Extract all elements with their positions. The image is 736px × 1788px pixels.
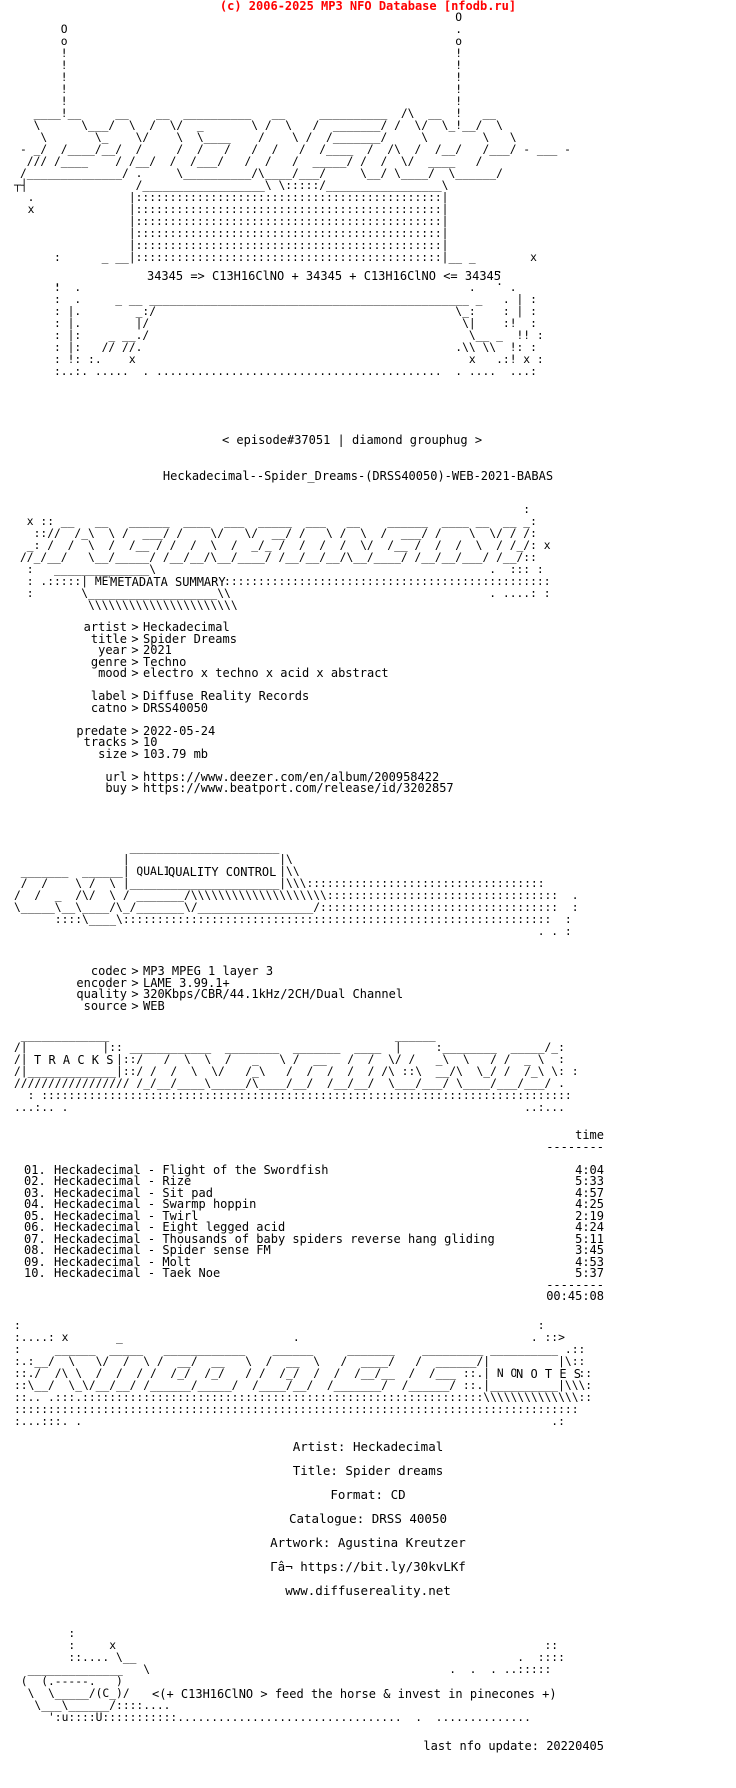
track-row: 01.Heckadecimal - Flight of the Swordfis… bbox=[24, 1162, 604, 1177]
tracklist: time -------- 01.Heckadecimal - Flight o… bbox=[24, 1128, 604, 1303]
metadata-section-art: : x :: __ __ ______ ____ ___ _____ ___ _… bbox=[20, 503, 551, 612]
meta-row-title: title>Spider Dreams bbox=[90, 631, 237, 646]
quality-row-codec: codec>MP3 MPEG 1 layer 3 bbox=[90, 964, 274, 978]
track-time: 5:11 bbox=[575, 1231, 604, 1246]
note-artist: Artist: Heckadecimal bbox=[292, 1439, 444, 1454]
meta-row-buy[interactable]: buy>https://www.beatport.com/release/id/… bbox=[105, 781, 454, 795]
track-time: 4:24 bbox=[575, 1220, 604, 1234]
track-title: Heckadecimal - Sit pad bbox=[54, 1185, 213, 1200]
time-header: time bbox=[575, 1128, 604, 1142]
time-header-row: time bbox=[24, 1128, 604, 1142]
meta-row-artist: artist>Heckadecimal bbox=[83, 620, 230, 634]
track-time: 4:57 bbox=[575, 1185, 604, 1200]
track-time: 5:33 bbox=[575, 1174, 604, 1188]
left-mark-art: ┬┤ . x bbox=[14, 179, 35, 216]
time-rule-row: -------- bbox=[24, 1139, 604, 1154]
top-logo-art: O O . o o ! ! bbox=[20, 11, 571, 288]
notes-section-art: : : :....: x _ . . ::> : ______ _____ __… bbox=[14, 1319, 593, 1428]
track-title: Heckadecimal - Swarmp hoppin bbox=[54, 1197, 257, 1211]
meta-row-tracks: tracks>10 bbox=[83, 735, 158, 749]
track-title: Heckadecimal - Rize bbox=[54, 1174, 192, 1188]
total-row: 00:45:08 bbox=[24, 1289, 604, 1303]
total-rule-row: -------- bbox=[546, 1277, 604, 1292]
track-row: 07.Heckadecimal - Thousands of baby spid… bbox=[24, 1231, 604, 1246]
track-time: 4:04 bbox=[575, 1162, 604, 1177]
quality-row-quality: quality>320Kbps/CBR/44.1kHz/2CH/Dual Cha… bbox=[76, 987, 404, 1001]
quality-row-source: source>WEB bbox=[83, 998, 165, 1013]
track-title: Heckadecimal - Thousands of baby spiders… bbox=[54, 1231, 495, 1246]
bracket-art: : . . . : . _ __ _______________________… bbox=[54, 281, 544, 378]
time-rule: -------- bbox=[546, 1139, 604, 1154]
formula-line: 34345 => C13H16ClNO + 34345 + C13H16ClNO… bbox=[146, 269, 501, 283]
meta-row-label: label>Diffuse Reality Records bbox=[90, 689, 310, 703]
total-time: 00:45:08 bbox=[546, 1289, 604, 1303]
quality-row-encoder: encoder>LAME 3.99.1+ bbox=[76, 975, 230, 990]
track-title: Heckadecimal - Eight legged acid bbox=[54, 1220, 286, 1234]
footer-motto: <(+ C13H16ClNO > feed the horse & invest… bbox=[152, 1687, 557, 1701]
tracks-section-art: _____________ ______ /| |:: ____________… bbox=[14, 1029, 579, 1114]
track-time: 4:25 bbox=[575, 1197, 604, 1211]
note-catalogue: Catalogue: DRSS 40050 bbox=[288, 1511, 448, 1526]
track-time: 2:19 bbox=[575, 1208, 604, 1223]
meta-row-mood: mood>electro x techno x acid x abstract bbox=[98, 666, 389, 680]
quality-section-title: QUALITY CONTROL bbox=[168, 865, 277, 879]
track-title: Heckadecimal - Spider sense FM bbox=[54, 1243, 271, 1257]
meta-row-url[interactable]: url>https://www.deezer.com/en/album/2009… bbox=[105, 769, 440, 784]
episode-line: < episode#37051 | diamond grouphug > bbox=[221, 433, 483, 447]
meta-row-year: year>2021 bbox=[98, 643, 172, 657]
release-name: Heckadecimal--Spider_Dreams-(DRSS40050)-… bbox=[162, 469, 554, 483]
meta-row-size: size>103.79 mb bbox=[98, 746, 209, 761]
quality-section-art: ______________________ | |\ _______ ____… bbox=[14, 841, 579, 938]
url-link[interactable]: https://www.deezer.com/en/album/20095842… bbox=[143, 769, 440, 784]
site-header: (c) 2006-2025 MP3 NFO Database [nfodb.ru… bbox=[219, 0, 517, 13]
note-artwork: Artwork: Agustina Kreutzer bbox=[270, 1535, 466, 1550]
meta-row-predate: predate>2022-05-24 bbox=[76, 723, 216, 738]
tracks-section-title: T R A C K S bbox=[34, 1053, 114, 1067]
last-update: last nfo update: 20220405 bbox=[423, 1739, 604, 1753]
track-time: 4:53 bbox=[575, 1254, 604, 1269]
footer-tail-art: \___\______/::::.... ':u::::U:::::::::::… bbox=[34, 1699, 531, 1724]
buy-link[interactable]: https://www.beatport.com/release/id/3202… bbox=[143, 781, 454, 795]
note-title: Title: Spider dreams bbox=[292, 1463, 444, 1478]
note-website-link[interactable]: www.diffusereality.net bbox=[285, 1583, 451, 1598]
track-time: 5:37 bbox=[575, 1266, 604, 1280]
track-time: 3:45 bbox=[575, 1243, 604, 1257]
track-title: Heckadecimal - Taek Noe bbox=[54, 1266, 221, 1280]
meta-row-catno: catno>DRSS40050 bbox=[90, 700, 209, 715]
note-format: Format: CD bbox=[330, 1487, 406, 1502]
metadata-list: artist>Heckadecimal title>Spider Dreams … bbox=[0, 620, 736, 795]
notes-section-title: N O T E S bbox=[516, 1367, 582, 1381]
metadata-section-title: METADATA SUMMARY bbox=[110, 575, 226, 589]
track-title: Heckadecimal - Molt bbox=[54, 1254, 192, 1269]
note-short-link[interactable]: Γâ¬ https://bit.ly/30kvLKf bbox=[270, 1559, 466, 1574]
quality-list: codec>MP3 MPEG 1 layer 3 encoder>LAME 3.… bbox=[0, 964, 736, 1013]
footer-horse-art: : : x :: ::.... \__ . :::: _____________… bbox=[20, 1627, 565, 1700]
track-title: Heckadecimal - Flight of the Swordfish bbox=[54, 1162, 329, 1177]
meta-row-genre: genre>Techno bbox=[90, 654, 187, 669]
track-title: Heckadecimal - Twirl bbox=[54, 1208, 199, 1223]
